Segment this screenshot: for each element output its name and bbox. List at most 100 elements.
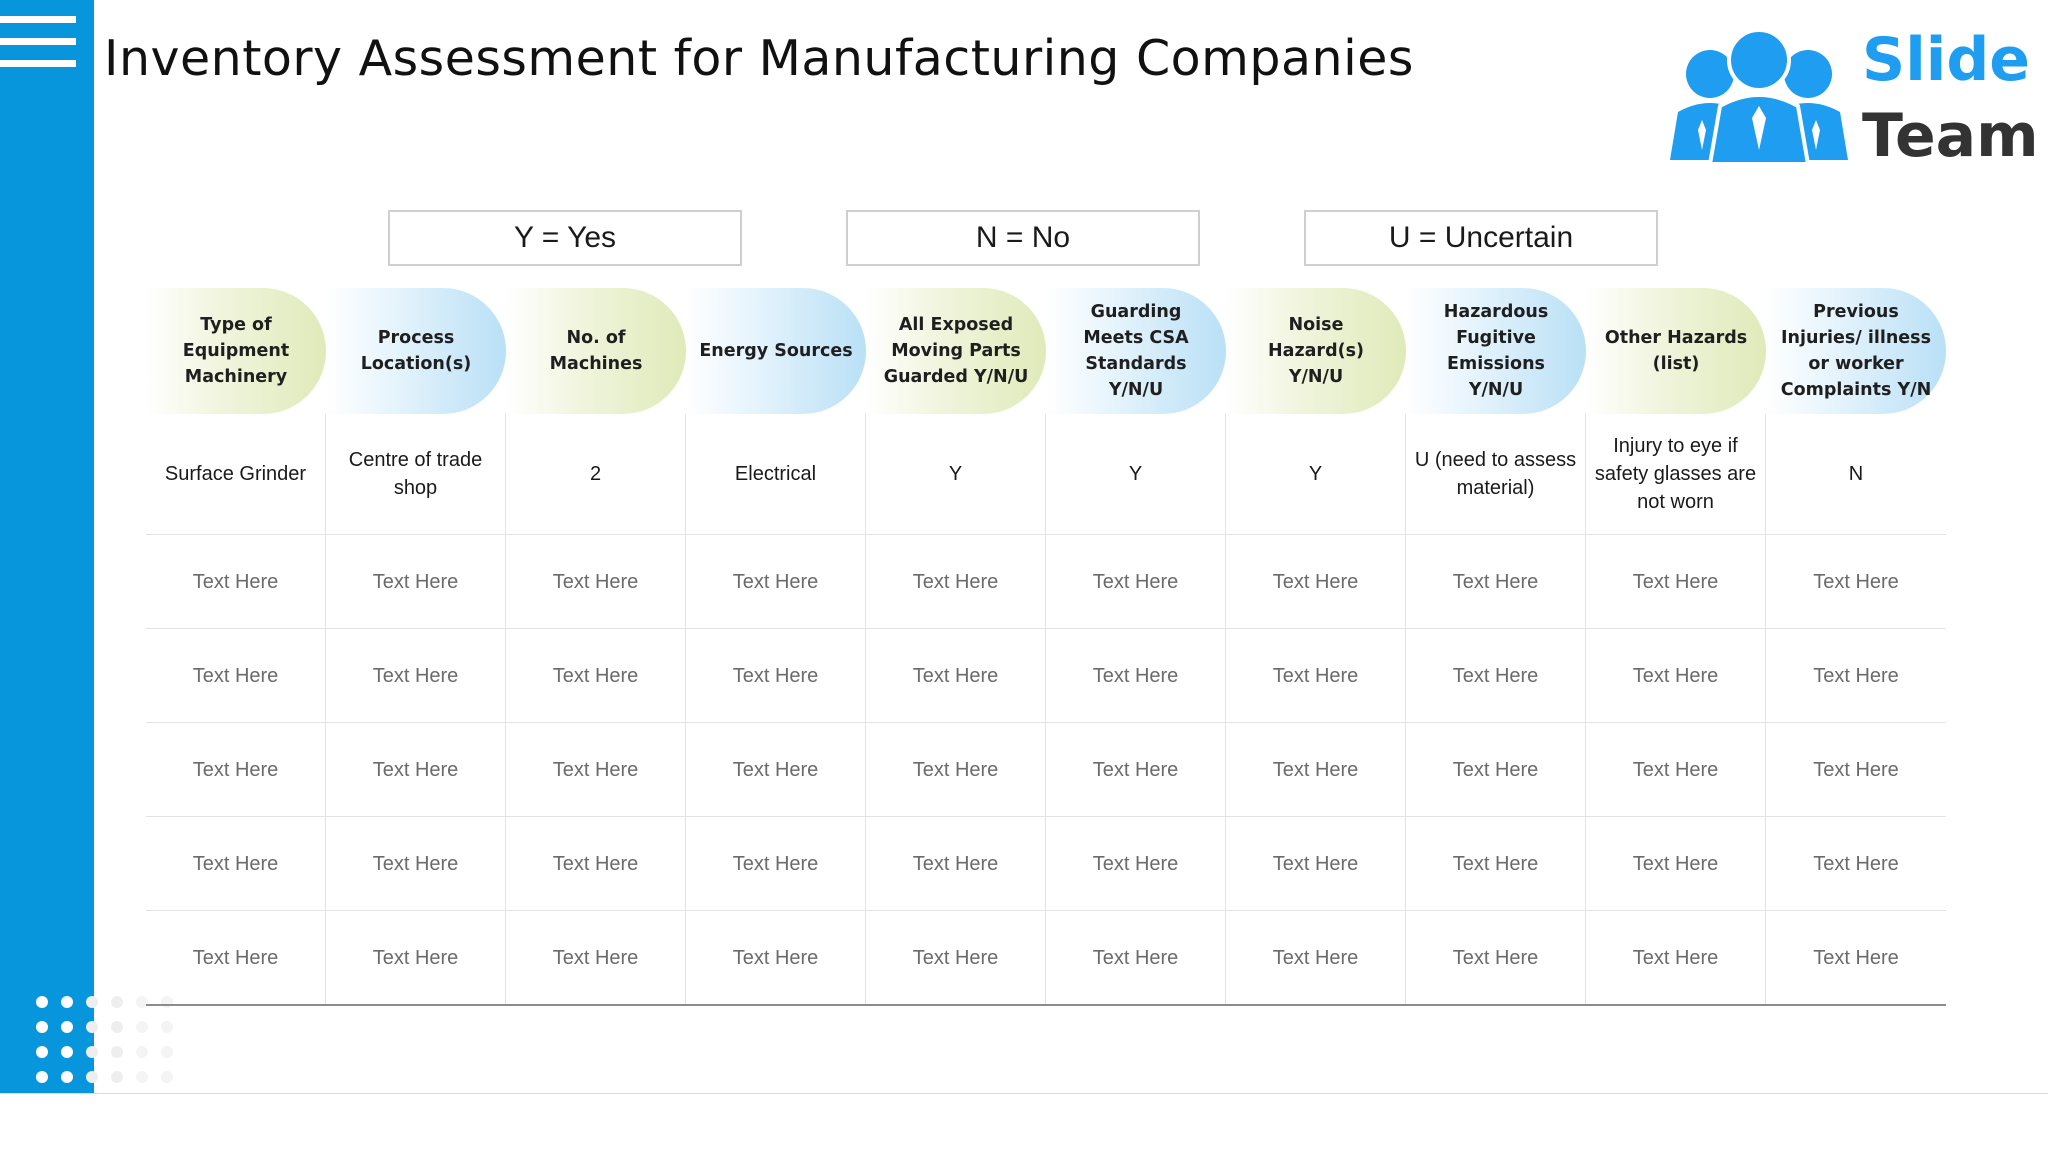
- people-icon: [1670, 28, 1848, 166]
- table-cell: Text Here: [866, 535, 1046, 628]
- column-header: No. of Machines: [506, 288, 686, 414]
- table-cell: Text Here: [1586, 817, 1766, 910]
- column-header-label: No. of Machines: [506, 288, 686, 414]
- column-header-label: Other Hazards (list): [1586, 288, 1766, 414]
- table-cell: Text Here: [326, 629, 506, 722]
- column-header-label: Process Location(s): [326, 288, 506, 414]
- table-cell: Y: [1226, 414, 1406, 534]
- decor-dot: [86, 1021, 98, 1033]
- table-cell: Text Here: [146, 535, 326, 628]
- table-cell: Surface Grinder: [146, 414, 326, 534]
- table-cell: Text Here: [506, 629, 686, 722]
- table-cell: Text Here: [686, 911, 866, 1004]
- decor-dot: [136, 996, 148, 1008]
- decor-dot: [86, 1071, 98, 1083]
- decor-dot: [61, 996, 73, 1008]
- table-cell: U (need to assess material): [1406, 414, 1586, 534]
- table-cell: Text Here: [1226, 723, 1406, 816]
- table-cell: Text Here: [1586, 723, 1766, 816]
- table-cell: Text Here: [1813, 852, 1899, 875]
- page-title: Inventory Assessment for Manufacturing C…: [104, 30, 1414, 87]
- decor-dot: [61, 1021, 73, 1033]
- decor-dot: [111, 996, 123, 1008]
- table-cell: Centre of trade shop: [326, 414, 506, 534]
- table-cell: Text Here: [1813, 664, 1899, 687]
- table-cell: Text Here: [1586, 911, 1766, 1004]
- column-header: Other Hazards (list): [1586, 288, 1766, 414]
- table-cell: Injury to eye if safety glasses are not …: [1586, 414, 1766, 534]
- slideteam-logo: Slide Team: [1664, 26, 2039, 166]
- table-cell: Text Here: [1406, 535, 1586, 628]
- menu-icon-line: [0, 16, 76, 23]
- legend-uncertain: U = Uncertain: [1304, 210, 1658, 266]
- table-cell: Text Here: [686, 817, 866, 910]
- column-header: Type of Equipment Machinery: [146, 288, 326, 414]
- table-cell: Text Here: [326, 911, 506, 1004]
- decor-dot: [136, 1046, 148, 1058]
- table-cell: Text Here: [866, 723, 1046, 816]
- table-cell: Text Here: [1046, 629, 1226, 722]
- table-cell: Text Here: [1406, 817, 1586, 910]
- left-accent-bar: [0, 0, 94, 1093]
- decor-dot: [61, 1071, 73, 1083]
- legend-no: N = No: [846, 210, 1200, 266]
- table-cell: Text Here: [146, 723, 326, 816]
- table-cell: Text Here: [866, 817, 1046, 910]
- column-header-label: Previous Injuries/ illness or worker Com…: [1766, 288, 1946, 414]
- table-cell: Text Here: [1226, 911, 1406, 1004]
- table-cell: Text Here: [1813, 946, 1899, 969]
- column-header-label: Energy Sources: [686, 288, 866, 414]
- table-cell: Text Here: [326, 535, 506, 628]
- decor-dot: [161, 1021, 173, 1033]
- table-cell: Text Here: [506, 723, 686, 816]
- decor-dot: [61, 1046, 73, 1058]
- decor-dot: [136, 1071, 148, 1083]
- table-cell: Text Here: [686, 629, 866, 722]
- column-header: Hazardous Fugitive Emissions Y/N/U: [1406, 288, 1586, 414]
- table-cell: Text Here: [1046, 723, 1226, 816]
- table-cell: Text Here: [146, 817, 326, 910]
- column-header-label: Type of Equipment Machinery: [146, 288, 326, 414]
- column-header-label: Hazardous Fugitive Emissions Y/N/U: [1406, 288, 1586, 414]
- table-cell: Text Here: [506, 535, 686, 628]
- table-cell: Text Here: [1046, 911, 1226, 1004]
- column-header-label: Guarding Meets CSA Standards Y/N/U: [1046, 288, 1226, 414]
- column-header: Noise Hazard(s) Y/N/U: [1226, 288, 1406, 414]
- table-cell: Text Here: [866, 629, 1046, 722]
- bottom-divider: [0, 1093, 2048, 1094]
- menu-icon[interactable]: [0, 16, 76, 70]
- table-cell: Text Here: [1406, 629, 1586, 722]
- table-cell: Text Here: [506, 911, 686, 1004]
- column-header: Previous Injuries/ illness or worker Com…: [1766, 288, 1946, 414]
- table-cell: Text Here: [1406, 723, 1586, 816]
- table-cell: N: [1848, 463, 1864, 485]
- table-cell: Text Here: [1586, 629, 1766, 722]
- decor-dot: [36, 1021, 48, 1033]
- table-cell: Text Here: [506, 817, 686, 910]
- table-cell: Text Here: [1226, 817, 1406, 910]
- table-cell: Text Here: [326, 723, 506, 816]
- table-cell: Text Here: [326, 817, 506, 910]
- table-cell: Text Here: [866, 911, 1046, 1004]
- table-cell: Text Here: [1813, 570, 1899, 593]
- decor-dot: [111, 1021, 123, 1033]
- menu-icon-line: [0, 38, 76, 45]
- decor-dot: [86, 996, 98, 1008]
- logo-text-slide: Slide: [1862, 25, 2030, 95]
- decor-dot: [36, 996, 48, 1008]
- table-cell: Text Here: [1046, 535, 1226, 628]
- table-cell: Text Here: [1226, 629, 1406, 722]
- table-cell: Y: [1046, 414, 1226, 534]
- decor-dot: [136, 1021, 148, 1033]
- decor-dot: [161, 1046, 173, 1058]
- column-header-label: All Exposed Moving Parts Guarded Y/N/U: [866, 288, 1046, 414]
- decor-dot: [36, 1046, 48, 1058]
- column-header: Guarding Meets CSA Standards Y/N/U: [1046, 288, 1226, 414]
